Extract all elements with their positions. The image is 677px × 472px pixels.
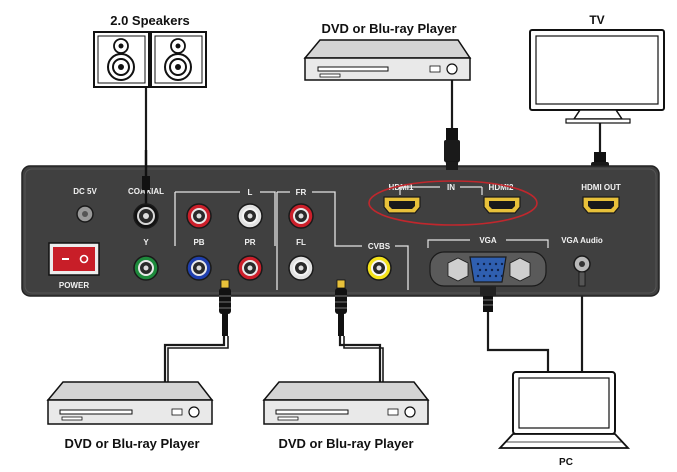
- cvbs-label: CVBS: [368, 242, 391, 251]
- tv: [529, 29, 665, 124]
- component-jack-pb[interactable]: [186, 255, 212, 281]
- vga-bracket: [427, 239, 549, 248]
- pb-label: PB: [193, 238, 204, 247]
- vga-cable: [486, 310, 550, 372]
- component-jack-y[interactable]: [133, 255, 159, 281]
- dvd-player-bottom-mid: [262, 381, 430, 425]
- vga-plug: [480, 286, 496, 312]
- component-cable-2: [167, 336, 229, 382]
- pr-label: PR: [244, 238, 255, 247]
- rca-jack-fr[interactable]: [288, 203, 314, 229]
- rca-jack-cvbs[interactable]: [366, 255, 392, 281]
- composite-cable: [338, 336, 382, 382]
- rca-plug-composite: [335, 279, 347, 336]
- audio-l-label: L: [248, 188, 253, 197]
- pc-laptop: [497, 371, 631, 449]
- hdmi2-port[interactable]: [483, 196, 521, 214]
- hdmi-in-highlight: [368, 180, 538, 226]
- in-label: IN: [447, 183, 455, 192]
- coaxial-jack[interactable]: [133, 203, 159, 229]
- component-cable: [163, 336, 226, 382]
- component-group-frame: [174, 191, 276, 246]
- hdmi-out-label: HDMI OUT: [581, 183, 621, 192]
- cables: [144, 80, 602, 382]
- component-jack-pr[interactable]: [237, 255, 263, 281]
- dc5v-label: DC 5V: [73, 187, 97, 196]
- hdmi1-port[interactable]: [383, 196, 421, 214]
- fl-label: FL: [296, 238, 306, 247]
- dvd-player-top: [303, 39, 472, 81]
- pc-label: PC: [559, 457, 573, 468]
- vga-audio-label: VGA Audio: [561, 236, 603, 245]
- y-label: Y: [143, 238, 149, 247]
- hdmi2-label: HDMI2: [489, 183, 514, 192]
- speaker-right: [150, 31, 207, 88]
- hdmi1-label: HDMI1: [389, 183, 414, 192]
- vga-label: VGA: [479, 236, 497, 245]
- fr-label: FR: [296, 188, 307, 197]
- power-switch[interactable]: [48, 242, 100, 276]
- tv-label: TV: [589, 13, 604, 27]
- converter-panel: DC 5V POWER COAXIAL L Y PB PR: [21, 150, 660, 297]
- rca-plug-component: [219, 279, 231, 336]
- dvd-bottom-mid-label: DVD or Blu-ray Player: [278, 436, 413, 451]
- hdmi-in-bracket: [399, 186, 483, 195]
- rca-jack-fl[interactable]: [288, 255, 314, 281]
- vga-port[interactable]: [429, 251, 547, 287]
- dvd-top-label: DVD or Blu-ray Player: [321, 21, 456, 36]
- dvd-bottom-left-label: DVD or Blu-ray Player: [64, 436, 199, 451]
- rca-jack-red-top[interactable]: [186, 203, 212, 229]
- composite-cable-2: [343, 336, 384, 382]
- speakers-label: 2.0 Speakers: [110, 13, 190, 28]
- coaxial-plug: [142, 176, 150, 190]
- hdmi-plug-top-head: [446, 162, 458, 170]
- speaker-left: [93, 31, 150, 88]
- power-label: POWER: [59, 281, 89, 290]
- composite-group-frame: [276, 191, 409, 290]
- vga-audio-jack[interactable]: [573, 255, 591, 273]
- vga-audio-plug: [578, 271, 586, 287]
- hdmi-out-port[interactable]: [582, 196, 620, 214]
- speakers: [93, 31, 207, 88]
- dc-power-jack[interactable]: [76, 205, 94, 223]
- rca-jack-white-top[interactable]: [237, 203, 263, 229]
- dvd-player-bottom-left: [46, 381, 214, 425]
